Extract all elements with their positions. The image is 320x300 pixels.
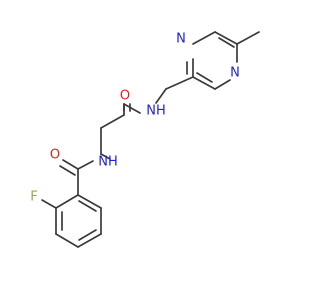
bond — [123, 103, 141, 114]
double-bond — [59, 165, 76, 176]
benzene-ring — [55, 194, 102, 248]
bond — [155, 88, 167, 104]
bond — [41, 199, 57, 209]
amide-nh-left-label: NH — [98, 155, 118, 170]
pyrazine-n-bottom-label: N — [230, 66, 240, 81]
bond — [77, 160, 94, 170]
bond — [192, 31, 216, 45]
bond — [62, 159, 79, 170]
methyl-bond — [236, 31, 260, 45]
bond — [196, 72, 213, 83]
bond — [100, 114, 125, 129]
bond — [77, 194, 102, 209]
amide-o-right-label: O — [120, 89, 130, 104]
bond — [55, 194, 79, 209]
pyrazine-n-top-label: N — [176, 32, 186, 47]
amide-o-left-label: O — [50, 148, 60, 163]
molecule-structure: N N NH O NH O F — [30, 31, 260, 248]
fluorine-label: F — [30, 190, 37, 205]
bond — [165, 76, 194, 90]
bond — [218, 37, 235, 48]
bond — [214, 79, 231, 90]
amide-nh-right-label: NH — [146, 104, 166, 119]
bond — [192, 76, 216, 90]
pyrazine-ring — [186, 31, 238, 90]
bond — [55, 233, 79, 248]
bond — [214, 31, 238, 45]
bond — [78, 229, 97, 241]
bond — [77, 233, 102, 248]
bond — [78, 200, 97, 212]
bond — [100, 153, 111, 160]
